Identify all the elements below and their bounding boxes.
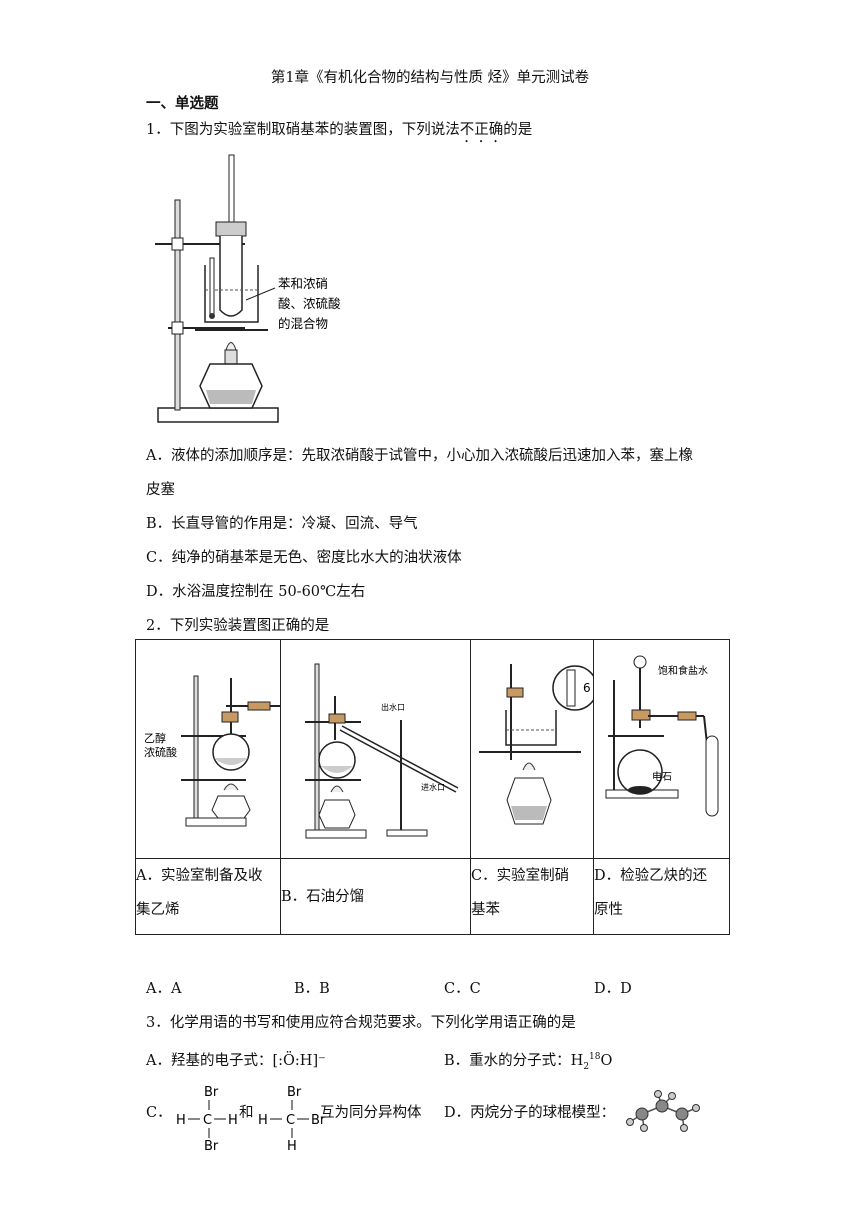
svg-text:C: C <box>286 1113 295 1128</box>
apparatus-table: 乙醇 浓硫酸 出水口 进水口 <box>135 639 730 935</box>
cell-c-figure: 6 <box>470 639 598 859</box>
label-ethanol: 乙醇 <box>144 731 166 745</box>
ethylene-apparatus-figure: 乙醇 浓硫酸 <box>144 675 280 827</box>
q3-option-b: B．重水的分子式：H218O <box>444 1052 613 1072</box>
svg-text:Br: Br <box>204 1139 219 1152</box>
cell-a-figure: 乙醇 浓硫酸 <box>135 639 281 859</box>
dibromomethane-structures: Br H C H Br Br H C Br H <box>176 1085 326 1152</box>
nitrobenzene-apparatus-figure: 苯和浓硝 酸、浓硫酸 的混合物 <box>155 154 341 423</box>
svg-text:H: H <box>228 1113 238 1128</box>
propane-ball-stick-model <box>626 1090 700 1132</box>
question-1-stem: 1．下图为实验室制取硝基苯的装置图，下列说法不正确的是 <box>146 122 533 138</box>
q1-option-a-line1: A．液体的添加顺序是：先取浓硝酸于试管中，小心加入浓硫酸后迅速加入苯，塞上橡 <box>146 448 693 464</box>
label-conc-sulfuric: 浓硫酸 <box>144 745 177 759</box>
nitration-apparatus-figure: 6 <box>479 664 598 825</box>
q3-option-a: A．羟基的电子式：[:Ö:H]⁻ <box>146 1053 326 1069</box>
q2-answer-a: A．A <box>146 981 182 997</box>
q2-answer-d: D．D <box>594 981 632 997</box>
label-saturated-brine: 饱和食盐水 <box>658 664 708 677</box>
cell-b-figure: 出水口 进水口 <box>280 639 471 859</box>
svg-text:H: H <box>258 1113 268 1128</box>
question-2-stem: 2．下列实验装置图正确的是 <box>146 618 330 634</box>
distillation-apparatus-figure: 出水口 进水口 <box>305 663 459 839</box>
cell-c-caption: C．实验室制硝基苯 <box>470 858 594 935</box>
q3-option-c-prefix: C． <box>146 1105 172 1121</box>
q2-answer-c: C．C <box>444 981 481 997</box>
q1-option-a-line2: 皮塞 <box>146 482 175 498</box>
figure-label-3: 的混合物 <box>278 316 328 331</box>
q1-option-b: B．长直导管的作用是：冷凝、回流、导气 <box>146 516 418 532</box>
q3-option-c-and: 和 <box>239 1105 254 1121</box>
svg-text:Br: Br <box>311 1113 326 1128</box>
thermometer-reading: 6 <box>583 681 591 695</box>
figure-label-1: 苯和浓硝 <box>278 276 328 291</box>
q1-option-c: C．纯净的硝基苯是无色、密度比水大的油状液体 <box>146 550 462 566</box>
figure-label-2: 酸、浓硫酸 <box>278 296 341 311</box>
hydroxyl-electron-formula: [:Ö:H]⁻ <box>272 1053 326 1069</box>
q2-answer-b: B．B <box>294 981 330 997</box>
cell-b-caption: B．石油分馏 <box>280 858 471 935</box>
label-water-out: 出水口 <box>381 702 405 712</box>
cell-d-caption: D．检验乙炔的还原性 <box>593 858 730 935</box>
label-water-in: 进水口 <box>421 782 445 792</box>
cell-d-figure: 饱和食盐水 电石 <box>593 639 730 859</box>
section-heading: 一、单选题 <box>146 95 219 112</box>
q1-option-d: D．水浴温度控制在 50-60℃左右 <box>146 584 366 600</box>
question-3-stem: 3．化学用语的书写和使用应符合规范要求。下列化学用语正确的是 <box>146 1015 576 1031</box>
cell-a-caption: A．实验室制备及收集乙烯 <box>135 858 281 935</box>
q3-option-c-suffix: 互为同分异构体 <box>320 1105 422 1121</box>
svg-text:Br: Br <box>204 1085 219 1100</box>
svg-text:Br: Br <box>287 1085 302 1100</box>
acetylene-apparatus-figure: 饱和食盐水 电石 <box>605 655 719 817</box>
svg-text:C: C <box>203 1113 212 1128</box>
svg-text:H: H <box>176 1113 186 1128</box>
q3-option-d: D．丙烷分子的球棍模型： <box>444 1105 616 1121</box>
emphasis-text: 不正确 <box>459 122 504 138</box>
page-title: 第1章《有机化合物的结构与性质 烃》单元测试卷 <box>270 70 590 86</box>
label-calcium-carbide: 电石 <box>652 770 672 783</box>
svg-text:H: H <box>287 1139 297 1152</box>
